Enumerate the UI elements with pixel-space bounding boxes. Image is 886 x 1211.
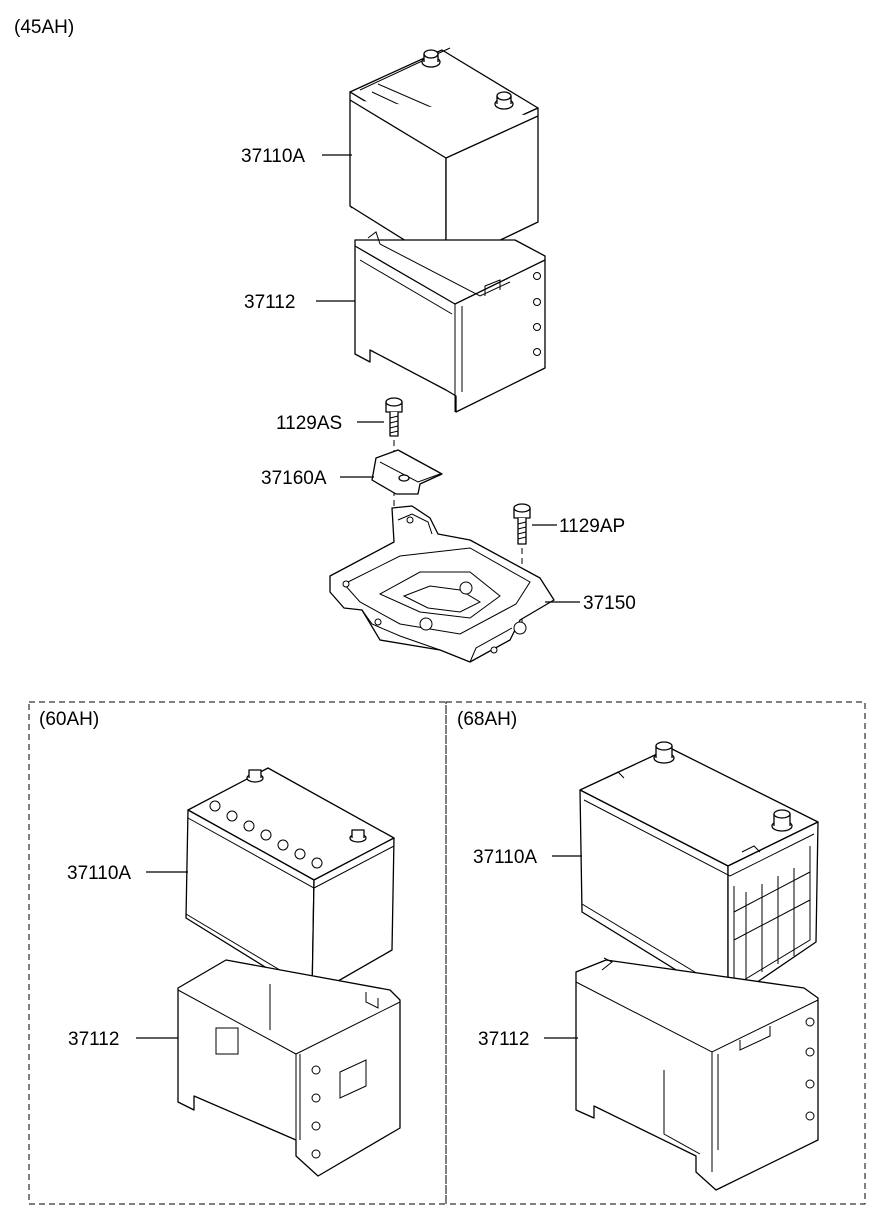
battery-68ah (579, 741, 819, 1003)
tray-cover-45ah (354, 231, 546, 413)
battery-45ah (349, 47, 539, 267)
clamp-37160a (371, 449, 443, 495)
bolt-1129as (385, 397, 403, 437)
section-title-60ah: (60AH) (39, 709, 99, 730)
label-37150: 37150 (583, 593, 636, 614)
label-1129as: 1129AS (276, 413, 342, 434)
bolt-1129ap (513, 503, 531, 545)
box-68ah (445, 701, 866, 1205)
label-1129ap: 1129AP (559, 516, 625, 537)
label-37112-68ah: 37112 (478, 1029, 529, 1050)
tray-cover-60ah (177, 959, 401, 1177)
tray-cover-68ah (575, 957, 819, 1191)
section-title-68ah: (68AH) (457, 709, 517, 730)
section-title-45ah: (45AH) (14, 17, 74, 38)
label-37110a-60ah: 37110A (67, 863, 131, 884)
label-37112-top: 37112 (244, 292, 295, 313)
battery-60ah (185, 767, 395, 997)
label-37112-60ah: 37112 (68, 1029, 119, 1050)
label-37110a-68ah: 37110A (473, 847, 537, 868)
label-37110a-top: 37110A (241, 146, 305, 167)
label-37160a: 37160A (261, 468, 327, 489)
tray-37150 (329, 505, 555, 663)
